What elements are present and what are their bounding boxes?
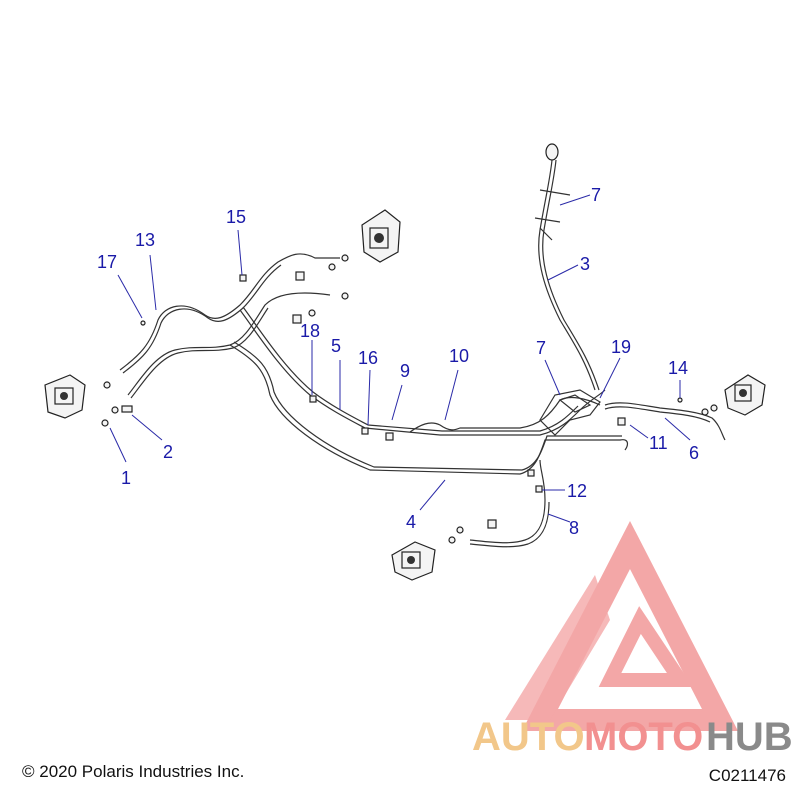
brake-line-10 [409, 396, 601, 433]
diagram-code: C0211476 [708, 766, 786, 785]
watermark-hub: HUB [706, 715, 793, 759]
callout-1: 1 [121, 468, 131, 488]
watermark-moto: MOTO [584, 715, 703, 759]
callout-6: 6 [689, 443, 699, 463]
callout-4: 4 [406, 512, 416, 532]
brake-line-4 [229, 344, 628, 475]
master-cylinder [534, 143, 571, 241]
brake-line-upper [127, 292, 331, 396]
callout-16: 16 [358, 348, 378, 368]
watermark-text: AUTO MOTO HUB [472, 715, 793, 759]
callout-14: 14 [668, 358, 688, 378]
callout-15: 15 [226, 207, 246, 227]
brake-line-8 [469, 459, 546, 544]
caliper-rear-left [391, 541, 436, 581]
callout-17: 17 [97, 252, 117, 272]
caliper-rear-right [724, 374, 766, 416]
copyright-text: © 2020 Polaris Industries Inc. [22, 762, 245, 781]
callout-7-upper: 7 [591, 185, 601, 205]
callout-labels: 1 2 3 4 5 6 7 7 8 9 10 11 12 13 14 15 16… [97, 185, 699, 538]
caliper-front-left [44, 374, 86, 419]
callout-19: 19 [611, 337, 631, 357]
brake-lines [119, 159, 726, 548]
callout-8: 8 [569, 518, 579, 538]
callout-5: 5 [331, 336, 341, 356]
callout-12: 12 [567, 481, 587, 501]
callout-10: 10 [449, 346, 469, 366]
fittings [101, 254, 718, 544]
callout-18: 18 [300, 321, 320, 341]
brake-line-13 [119, 253, 340, 371]
callout-2: 2 [163, 442, 173, 462]
watermark-logo [505, 520, 739, 731]
caliper-front-right [361, 209, 401, 263]
watermark-auto: AUTO [472, 715, 585, 759]
callout-9: 9 [400, 361, 410, 381]
callout-13: 13 [135, 230, 155, 250]
callout-11: 11 [649, 433, 668, 453]
callout-7-lower: 7 [536, 338, 546, 358]
leader-lines [109, 194, 691, 523]
brake-line-6 [604, 402, 726, 441]
brake-line-3 [538, 159, 596, 391]
callout-3: 3 [580, 254, 590, 274]
